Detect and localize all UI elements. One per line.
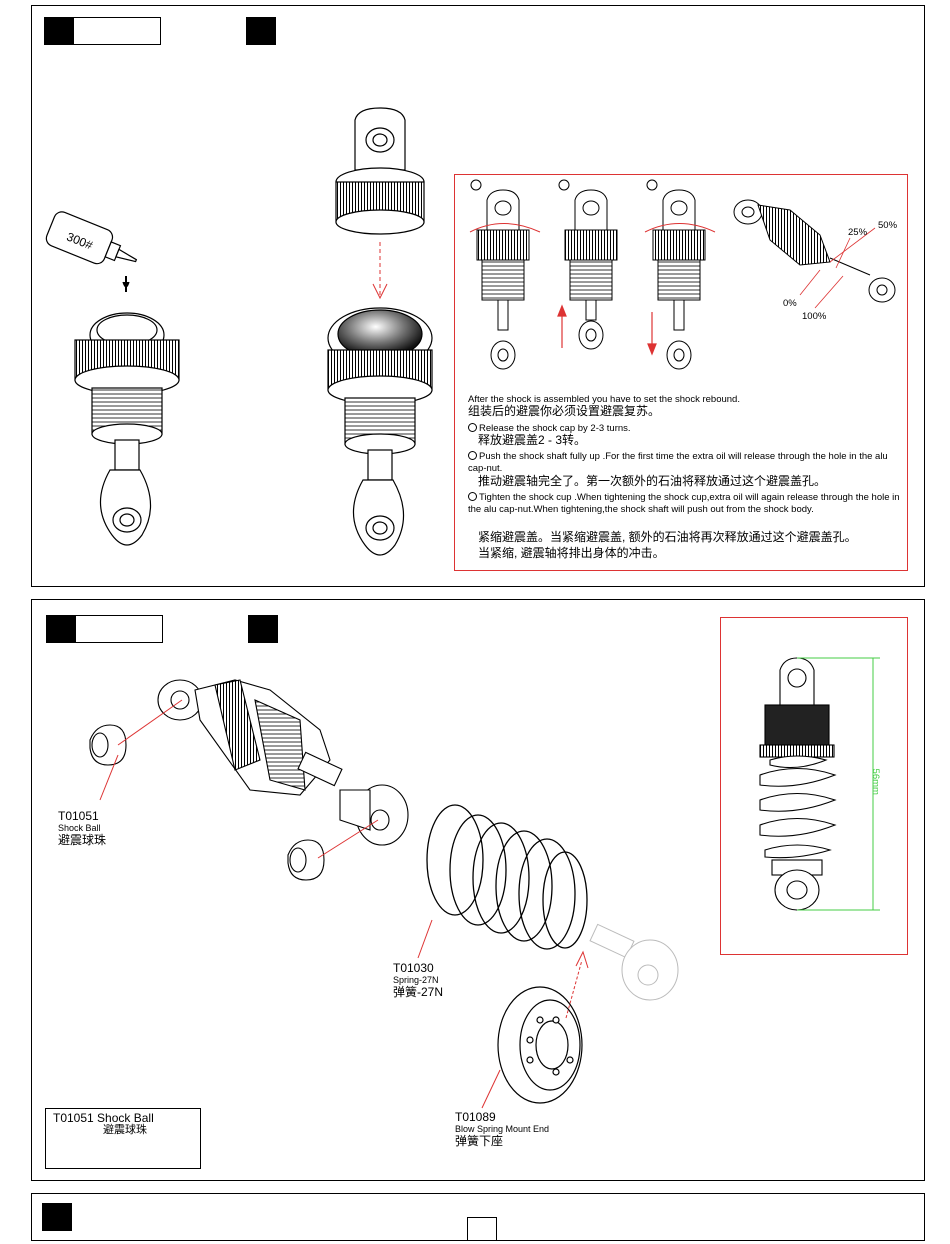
part-code: T01051 [58, 809, 99, 823]
dimension-label: 56mm [869, 768, 881, 795]
spring-mount-drawing [497, 986, 583, 1104]
part-name-cn: 弹簧-27N [393, 985, 444, 999]
shock-body-with-oil [327, 307, 433, 556]
finished-shock-box [720, 617, 908, 955]
instruction-step-1-en: Release the shock cap by 2-3 turns. [468, 423, 898, 435]
legend-part-text: T01051 Shock Ball [53, 1112, 154, 1125]
spring-drawing [426, 804, 588, 950]
substep-number-box [248, 615, 278, 643]
instruction-step-1-cn: 释放避震盖2 - 3转。 [478, 433, 587, 447]
instruction-intro-en: After the shock is assembled you have to… [468, 394, 740, 405]
substep-number-box [246, 17, 276, 45]
substep-marker-a [470, 179, 482, 191]
rebound-instruction-box [454, 174, 908, 571]
part-name-cn: 避震球珠 [58, 833, 107, 847]
part-label-spring-mount: T01089 Blow Spring Mount End 弹簧下座 [455, 1111, 549, 1148]
step-panel-1 [31, 5, 925, 587]
legend-name-cn: 避震球珠 [103, 1124, 147, 1136]
part-label-shock-ball: T01051 Shock Ball 避震球珠 [58, 810, 106, 847]
shock-cap [335, 107, 425, 235]
rebound-50-label: 50% [878, 220, 898, 231]
part-code: T01089 [455, 1110, 496, 1124]
finished-shock-drawing [759, 657, 837, 911]
step-number-box [46, 615, 76, 643]
legend-code: T01051 [53, 1111, 94, 1125]
parts-legend-box [45, 1108, 201, 1169]
part-name-en: Shock Ball [58, 823, 101, 833]
instruction-step-3-cn-b: 当紧缩, 避震轴将排出身体的冲击。 [478, 546, 665, 560]
rebound-25-label: 25% [848, 227, 868, 238]
rebound-100-label: 100% [802, 311, 827, 322]
step-number-box [42, 1203, 72, 1231]
step-title-box [73, 17, 161, 45]
shock-body-left [74, 312, 180, 546]
rebound-0-label: 0% [783, 298, 797, 309]
instruction-step-3-cn-a: 紧缩避震盖。当紧缩避震盖, 额外的石油将再次释放通过这个避震盖孔。 [478, 530, 857, 544]
dimension-lines [797, 657, 880, 911]
legend-name-en: Shock Ball [97, 1111, 154, 1125]
part-label-spring: T01030 Spring-27N 弹簧-27N [393, 962, 443, 999]
instruction-step-2-cn: 推动避震轴完全了。第一次额外的石油将释放通过这个避震盖孔。 [478, 474, 827, 488]
rebound-sequence-illustration [469, 189, 896, 370]
part-name-en: Spring-27N [393, 975, 439, 985]
part-code: T01030 [393, 961, 434, 975]
substep-marker-c [646, 179, 658, 191]
instruction-step-2-en: Push the shock shaft fully up .For the f… [468, 451, 888, 474]
step-number-box [44, 17, 74, 45]
exploded-shock-assembly [89, 679, 409, 881]
faded-rod-end [589, 923, 679, 1001]
instruction-step-3-en: Tighten the shock cup .When tightening t… [468, 492, 900, 515]
oil-bottle-icon [45, 211, 138, 292]
page-number-tab [467, 1217, 497, 1241]
part-name-cn: 弹簧下座 [455, 1134, 504, 1148]
substep-marker-b [558, 179, 570, 191]
part-name-en: Blow Spring Mount End [455, 1124, 550, 1134]
step-title-box [75, 615, 163, 643]
instruction-intro-cn: 组装后的避震你必须设置避震复苏。 [468, 404, 661, 418]
step-panel-2 [31, 599, 925, 1181]
